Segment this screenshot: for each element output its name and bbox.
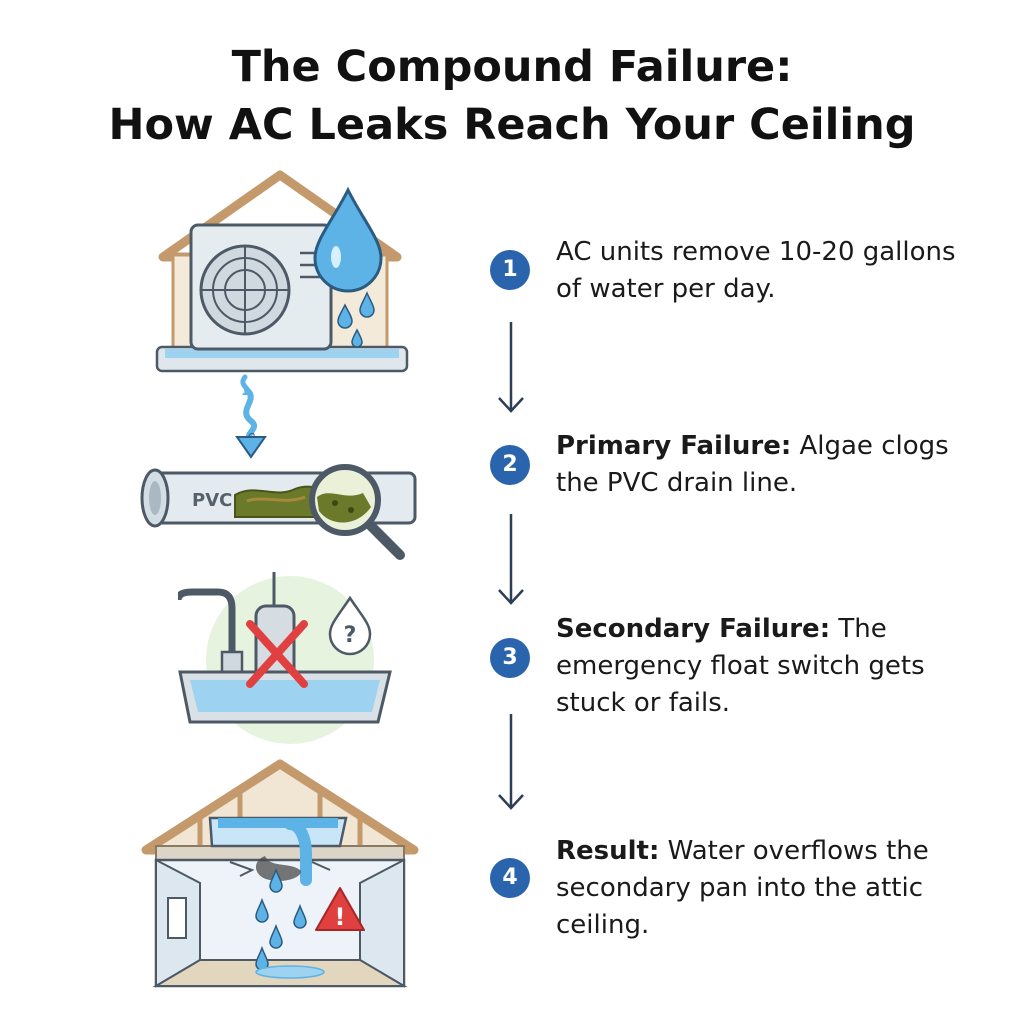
flow-arrow-icon (235, 387, 267, 459)
step-4-heading: Result: (556, 836, 660, 866)
step-arrow-1 (498, 322, 524, 413)
step-3-heading: Secondary Failure: (556, 614, 831, 644)
step-2-heading: Primary Failure: (556, 431, 792, 461)
step-3-badge: 3 (490, 638, 530, 678)
pvc-label: PVC (192, 490, 232, 511)
step-4-text: Result: Water overflows the secondary pa… (556, 833, 956, 944)
ac-unit-illustration (155, 170, 409, 395)
step-2-badge: 2 (490, 445, 530, 485)
warning-icon: ! (315, 887, 365, 931)
title-line-1: The Compound Failure: (231, 42, 793, 92)
fan-icon (199, 244, 291, 336)
page-title: The Compound Failure: How AC Leaks Reach… (0, 38, 1024, 154)
question-drop-icon: ? (328, 595, 372, 656)
question-mark: ? (344, 623, 357, 648)
step-1-badge: 1 (490, 250, 530, 290)
float-switch-illustration: ? (178, 572, 392, 744)
water-drop-icon (313, 186, 383, 293)
step-3-description: The emergency float switch gets stuck or… (556, 614, 925, 718)
warning-mark: ! (335, 903, 346, 931)
pvc-pipe-illustration: PVC (140, 464, 417, 560)
title-line-2: How AC Leaks Reach Your Ceiling (108, 100, 916, 150)
step-1-text: AC units remove 10-20 gallons of water p… (556, 234, 956, 308)
step-2-text: Primary Failure: Algae clogs the PVC dra… (556, 428, 956, 502)
step-1-description: AC units remove 10-20 gallons of water p… (556, 237, 956, 304)
step-4-badge: 4 (490, 858, 530, 898)
step-arrow-3 (498, 714, 524, 810)
step-arrow-2 (498, 514, 524, 605)
magnifying-glass-icon (309, 464, 405, 560)
step-4-description: Water overflows the secondary pan into t… (556, 836, 929, 940)
step-2-description: Algae clogs the PVC drain line. (556, 431, 949, 498)
ceiling-leak-illustration: ! (141, 759, 419, 988)
step-3-text: Secondary Failure: The emergency float s… (556, 611, 956, 722)
